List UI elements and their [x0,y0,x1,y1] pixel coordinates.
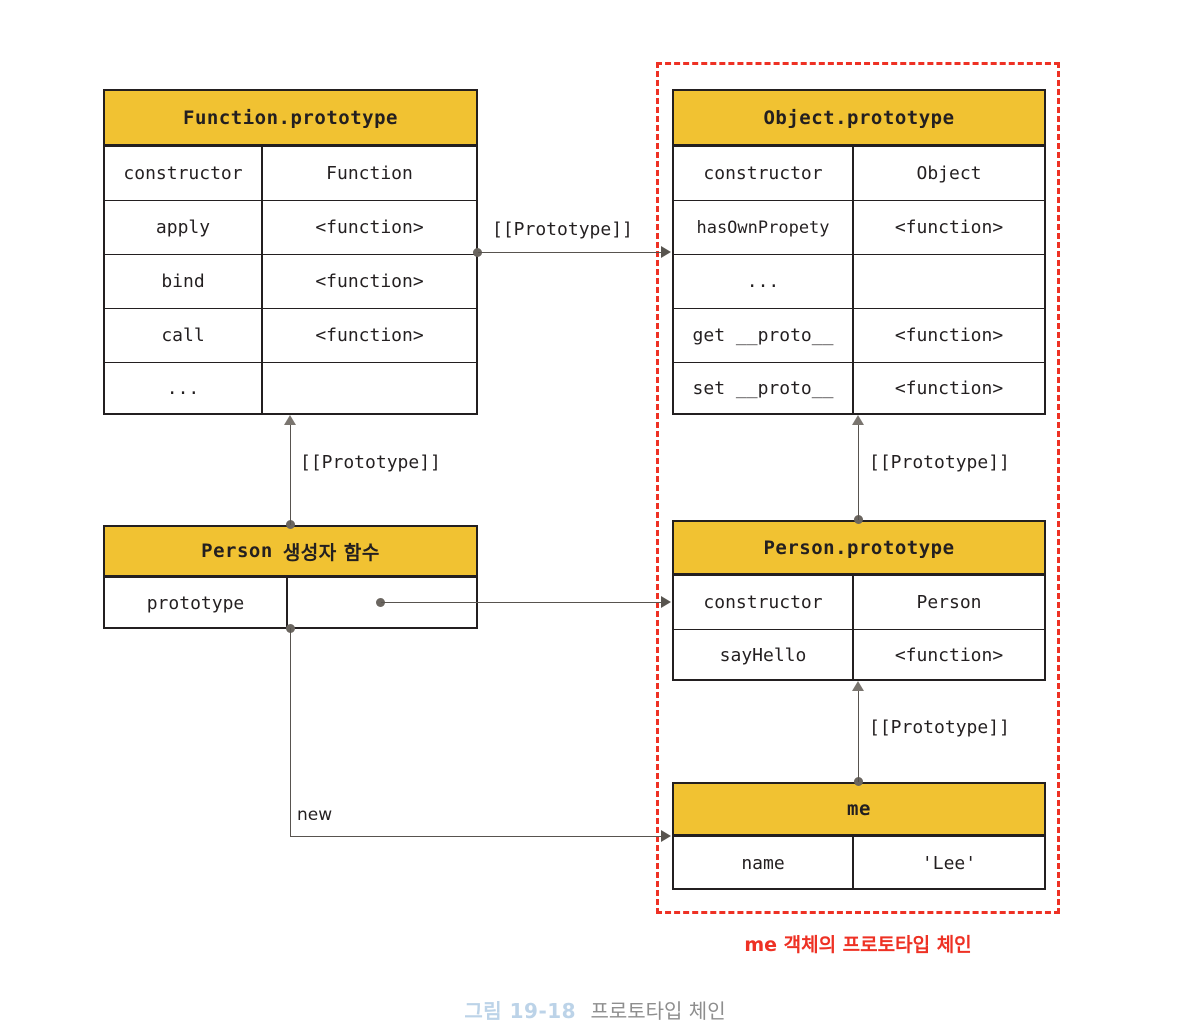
connector-line-personproto-to-objproto [858,425,859,520]
connector-dot-fnproto [473,248,482,257]
connector-line-fnproto-to-objproto [478,252,662,253]
connector-line-me-to-personproto [858,691,859,782]
edge-label-me-to-personproto: [[Prototype]] [869,717,1010,738]
row-value [854,255,1044,308]
figure-caption: 그림 19-18 프로토타입 체인 [0,995,1190,1024]
box-person-constructor: Person 생성자 함수 prototype [103,525,478,629]
row-value: <function> [894,377,1004,399]
connector-dot-prototype-property [376,598,385,607]
table-row: get __proto__ <function> [674,308,1044,362]
edge-label-personproto-to-objproto: [[Prototype]] [869,452,1010,473]
row-value: Person [916,592,982,613]
table-row: constructor Function [105,146,476,200]
figure-number: 그림 19-18 [464,999,577,1023]
row-key: ... [674,255,854,308]
box-title-object-prototype: Object.prototype [674,91,1044,146]
table-row: bind <function> [105,254,476,308]
row-key: ... [105,363,263,413]
row-key: name [674,837,854,890]
row-value: <function> [894,325,1004,346]
table-row: constructor Person [674,575,1044,629]
table-row: sayHello <function> [674,629,1044,681]
arrow-me-to-personproto [852,681,864,691]
box-title-person-constructor: Person 생성자 함수 [105,527,476,577]
table-row: prototype [105,577,476,629]
figure-title: 프로토타입 체인 [590,999,726,1023]
row-value: <function> [315,271,424,292]
box-me-object: me name 'Lee' [672,782,1046,890]
table-row: ... [674,254,1044,308]
row-value: <function> [315,325,424,346]
person-constructor-title-code: Person [201,540,273,562]
table-row: set __proto__ <function> [674,362,1044,413]
row-value: Function [326,163,413,184]
edge-label-new: new [297,805,333,825]
connector-line-new-vertical [290,628,291,836]
connector-line-prototype-to-personproto [381,602,662,603]
row-key: constructor [674,576,854,629]
chain-region-caption: me 객체의 프로토타입 체인 [744,934,972,956]
arrow-personproto-to-objproto [852,415,864,425]
box-person-prototype: Person.prototype constructor Person sayH… [672,520,1046,681]
row-key: prototype [105,578,288,629]
row-key: set __proto__ [674,363,854,413]
box-title-person-prototype: Person.prototype [674,522,1044,575]
table-row: name 'Lee' [674,836,1044,890]
row-key: hasOwnPropety [674,201,854,254]
arrow-person-to-fnproto [284,415,296,425]
box-title-function-prototype: Function.prototype [105,91,476,146]
row-key: sayHello [674,630,854,681]
row-value [263,363,476,413]
row-value: <function> [894,217,1004,238]
arrow-prototype-to-personproto [661,596,671,608]
box-object-prototype: Object.prototype constructor Object hasO… [672,89,1046,415]
connector-line-new-horizontal [290,836,662,837]
table-row: hasOwnPropety <function> [674,200,1044,254]
row-key: bind [105,255,263,308]
row-key: constructor [674,147,854,200]
arrow-fnproto-to-objproto [661,246,671,258]
row-key: call [105,309,263,362]
arrow-new-to-me [661,830,671,842]
row-value: <function> [894,645,1004,666]
row-key: constructor [105,147,263,200]
row-key: get __proto__ [674,309,854,362]
table-row: constructor Object [674,146,1044,200]
table-row: apply <function> [105,200,476,254]
table-row: call <function> [105,308,476,362]
row-key: apply [105,201,263,254]
edge-label-person-to-fnproto: [[Prototype]] [300,452,441,473]
connector-line-person-to-fnproto [290,425,291,525]
table-row: ... [105,362,476,413]
person-constructor-title-kr: 생성자 함수 [282,541,380,564]
edge-label-fnproto-to-objproto: [[Prototype]] [492,219,633,240]
row-value: Object [916,163,982,184]
box-title-me-object: me [674,784,1044,836]
box-function-prototype: Function.prototype constructor Function … [103,89,478,415]
row-value: 'Lee' [921,853,977,874]
row-value: <function> [315,217,424,238]
